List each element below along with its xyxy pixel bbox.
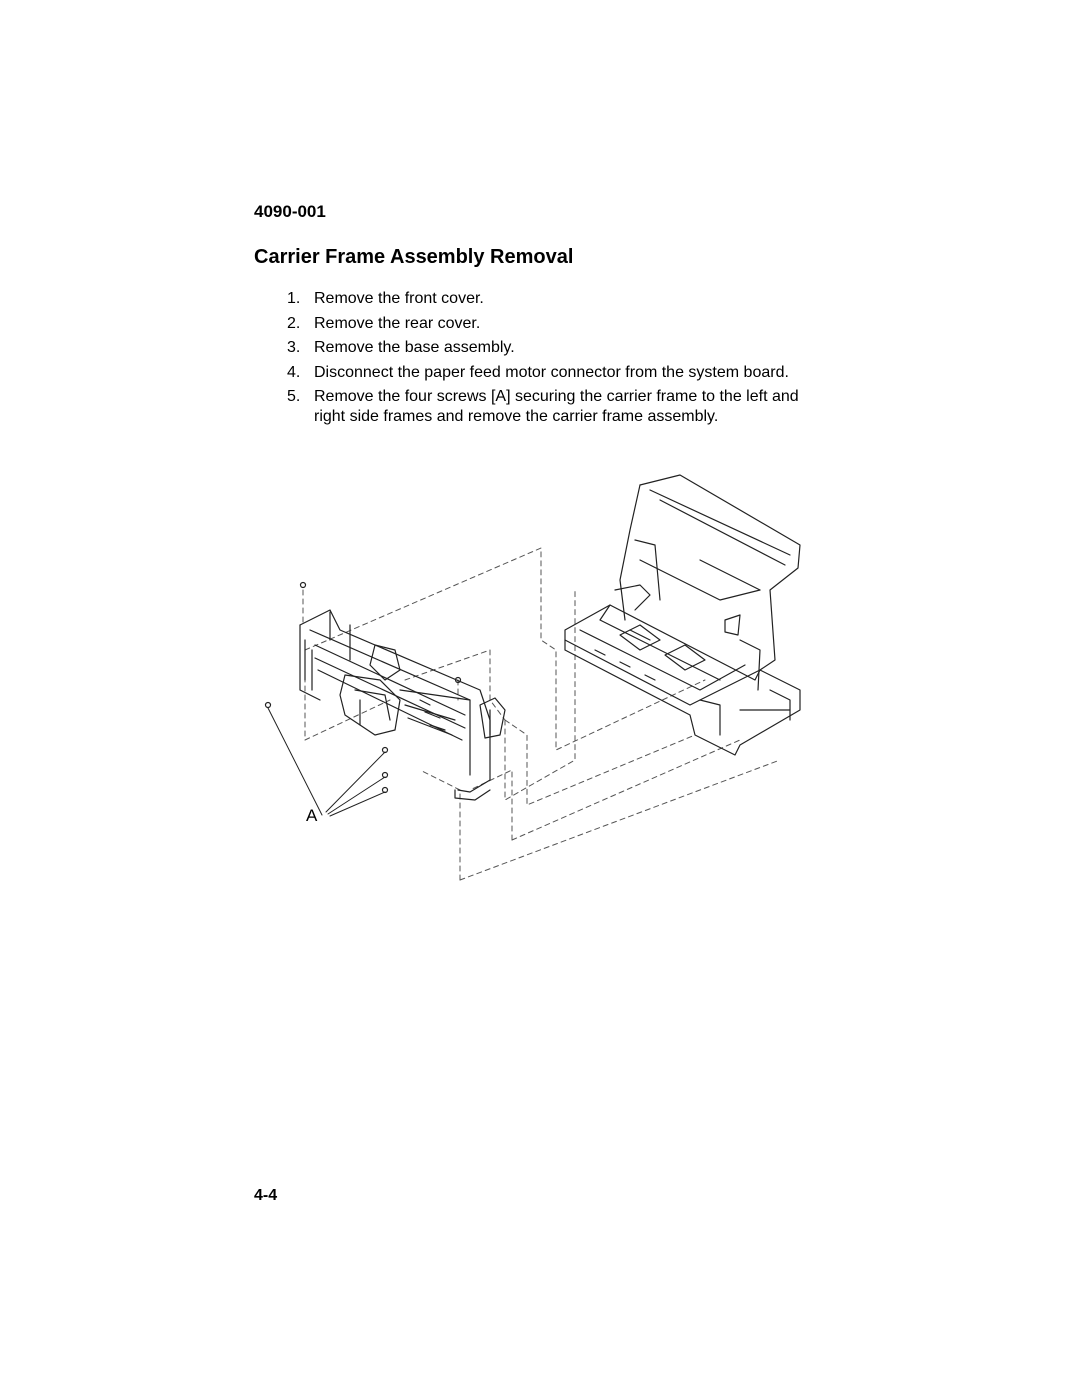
- procedure-step: 2. Remove the rear cover.: [287, 314, 817, 334]
- procedure-step: 4. Disconnect the paper feed motor conne…: [287, 363, 817, 383]
- page-title: Carrier Frame Assembly Removal: [254, 246, 574, 268]
- step-text: Remove the rear cover.: [314, 314, 481, 332]
- step-text: Remove the front cover.: [314, 290, 484, 307]
- procedure-step: 3. Remove the base assembly.: [287, 338, 817, 358]
- page-number: 4-4: [254, 1187, 278, 1204]
- callout-leaders: [267, 707, 386, 817]
- model-number: 4090-001: [254, 202, 326, 221]
- step-text: Disconnect the paper feed motor connecto…: [314, 363, 789, 381]
- exploded-view-diagram: [264, 474, 801, 881]
- step-number: 3.: [287, 339, 301, 356]
- step-text: Remove the base assembly.: [314, 339, 515, 356]
- step-number: 5.: [287, 388, 301, 405]
- printer-top-cover: [614, 474, 801, 691]
- procedure-steps: 1. Remove the front cover. 2. Remove the…: [287, 289, 817, 432]
- procedure-step: 1. Remove the front cover.: [287, 289, 817, 309]
- carrier-frame-assembly: [299, 609, 506, 801]
- step-number: 1.: [287, 290, 301, 307]
- alignment-guides: [302, 547, 781, 881]
- step-number: 4.: [287, 363, 301, 381]
- step-text: Remove the four screws [A] securing the …: [314, 388, 799, 425]
- procedure-step: 5. Remove the four screws [A] securing t…: [287, 387, 817, 427]
- printer-base-assembly: [564, 604, 801, 756]
- callout-label-a: A: [306, 806, 318, 825]
- step-number: 2.: [287, 314, 301, 332]
